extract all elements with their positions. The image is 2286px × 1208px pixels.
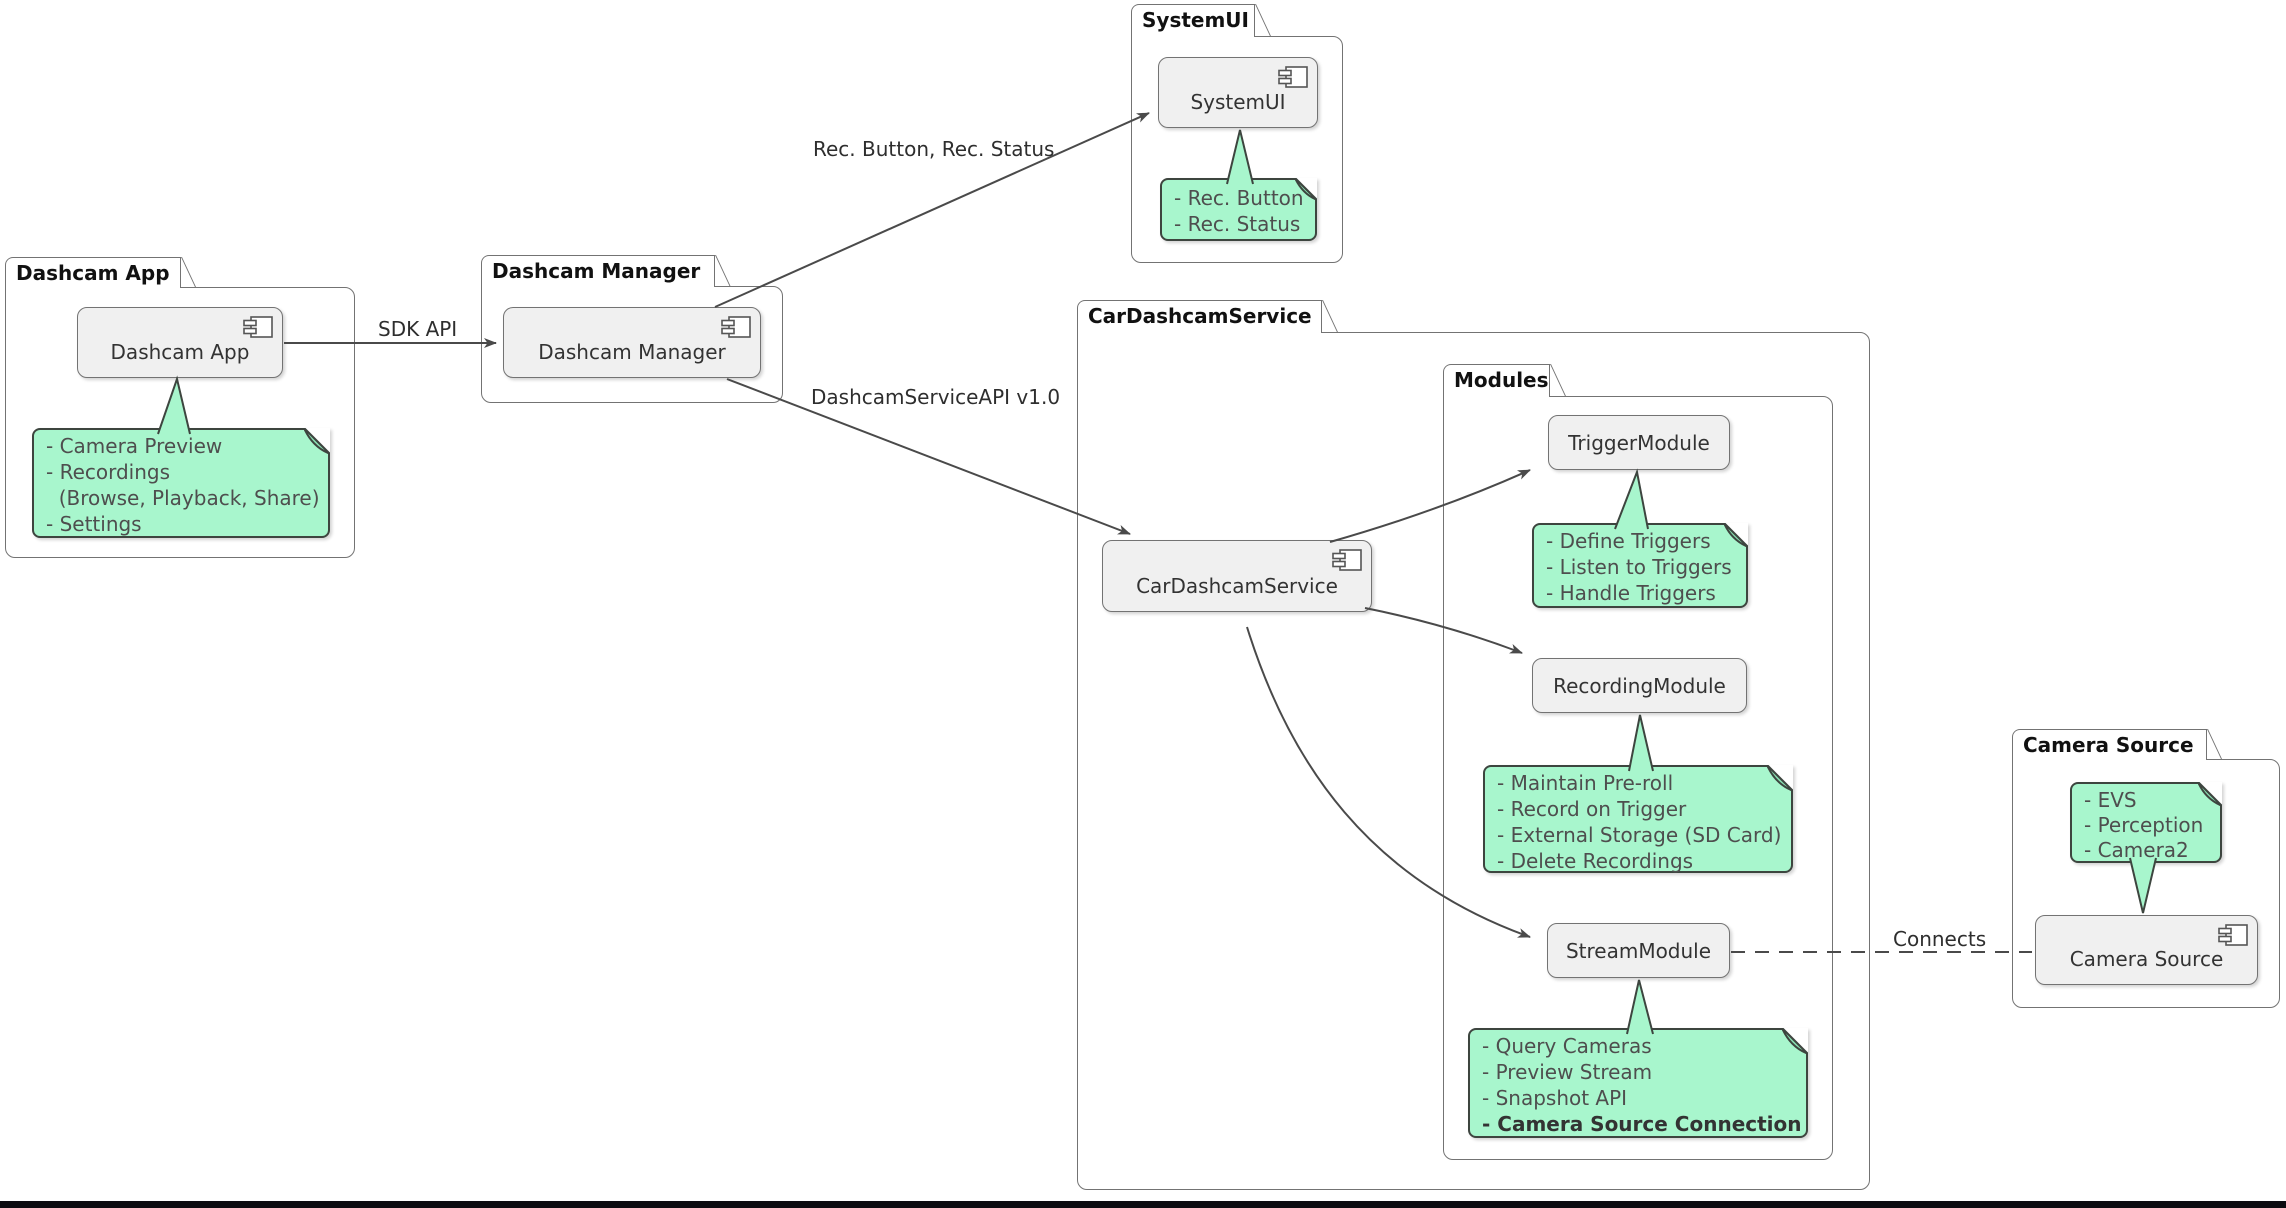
component-icon <box>1278 66 1308 88</box>
component-recording-module: RecordingModule <box>1532 658 1747 713</box>
package-title: CarDashcamService <box>1088 304 1312 328</box>
package-title: Modules <box>1454 368 1549 392</box>
note-fold-icon <box>304 428 330 454</box>
note-dashcam-app: - Camera Preview - Recordings (Browse, P… <box>32 428 330 538</box>
package-title: Dashcam App <box>16 261 170 285</box>
component-label: Dashcam App <box>110 340 250 364</box>
note-fold-icon <box>2198 782 2222 806</box>
component-icon <box>2218 924 2248 946</box>
component-trigger-module: TriggerModule <box>1548 415 1730 470</box>
component-stream-module: StreamModule <box>1547 923 1730 978</box>
component-icon <box>721 316 751 338</box>
component-label: Dashcam Manager <box>538 340 726 364</box>
component-label: CarDashcamService <box>1136 574 1338 598</box>
package-tab-camera-source: Camera Source <box>2012 729 2207 760</box>
note-line: - Camera Preview <box>46 434 223 458</box>
note-line: - Recordings <box>46 460 171 484</box>
note-line: - Preview Stream <box>1482 1060 1653 1084</box>
edge-label-rec-button-status: Rec. Button, Rec. Status <box>813 137 1055 161</box>
edge-label-sdk-api: SDK API <box>378 317 458 341</box>
note-trigger-module: - Define Triggers - Listen to Triggers -… <box>1532 523 1748 608</box>
package-tab-dashcam-manager: Dashcam Manager <box>481 255 715 287</box>
note-line: - Query Cameras <box>1482 1034 1652 1058</box>
component-label: TriggerModule <box>1568 430 1710 455</box>
package-tab-modules: Modules <box>1443 364 1550 397</box>
component-icon <box>243 316 273 338</box>
note-line: - External Storage (SD Card) <box>1497 823 1782 847</box>
component-label: SystemUI <box>1190 90 1286 114</box>
component-dashcam-app: Dashcam App <box>77 307 283 378</box>
note-line: - Maintain Pre-roll <box>1497 771 1674 795</box>
component-label: RecordingModule <box>1553 673 1726 698</box>
component-dashcam-manager: Dashcam Manager <box>503 307 761 378</box>
component-systemui: SystemUI <box>1158 57 1318 128</box>
note-fold-icon <box>1782 1028 1808 1054</box>
note-line: - Settings <box>46 512 142 536</box>
package-title: Camera Source <box>2023 733 2194 757</box>
component-label: Camera Source <box>2069 947 2224 971</box>
note-line: - Handle Triggers <box>1546 581 1716 605</box>
edge-label-connects: Connects <box>1893 927 1987 951</box>
note-line: - Camera2 <box>2084 838 2189 862</box>
note-line: (Browse, Playback, Share) <box>46 486 320 510</box>
note-line: - Snapshot API <box>1482 1086 1628 1110</box>
note-line: - Define Triggers <box>1546 529 1711 553</box>
component-icon <box>1332 549 1362 571</box>
bottom-bar <box>0 1201 2286 1208</box>
note-line: - Rec. Button <box>1174 186 1304 210</box>
note-camera-source: - EVS - Perception - Camera2 <box>2070 782 2222 863</box>
component-camera-source: Camera Source <box>2035 915 2258 985</box>
note-fold-icon <box>1724 523 1748 547</box>
note-recording-module: - Maintain Pre-roll - Record on Trigger … <box>1483 765 1793 873</box>
note-stream-module: - Query Cameras - Preview Stream - Snaps… <box>1468 1028 1808 1138</box>
package-title: Dashcam Manager <box>492 259 701 283</box>
note-line: - Rec. Status <box>1174 212 1301 236</box>
edge-label-dashcam-service-api: DashcamServiceAPI v1.0 <box>811 385 1061 409</box>
note-line: - Perception <box>2084 813 2204 837</box>
note-line: - Listen to Triggers <box>1546 555 1732 579</box>
note-fold-icon <box>1295 178 1317 200</box>
note-systemui: - Rec. Button - Rec. Status <box>1160 178 1317 241</box>
component-label: StreamModule <box>1565 938 1712 963</box>
package-tab-dashcam-app: Dashcam App <box>5 257 181 288</box>
note-line: - EVS <box>2084 788 2137 812</box>
note-line: - Record on Trigger <box>1497 797 1687 821</box>
note-line: - Camera Source Connection <box>1482 1112 1802 1136</box>
package-tab-car-dashcam-service: CarDashcamService <box>1077 300 1322 333</box>
note-line: - Delete Recordings <box>1497 849 1694 873</box>
package-tab-systemui: SystemUI <box>1131 4 1255 37</box>
component-car-dashcam-service: CarDashcamService <box>1102 540 1372 612</box>
package-title: SystemUI <box>1142 8 1249 32</box>
note-fold-icon <box>1767 765 1793 791</box>
